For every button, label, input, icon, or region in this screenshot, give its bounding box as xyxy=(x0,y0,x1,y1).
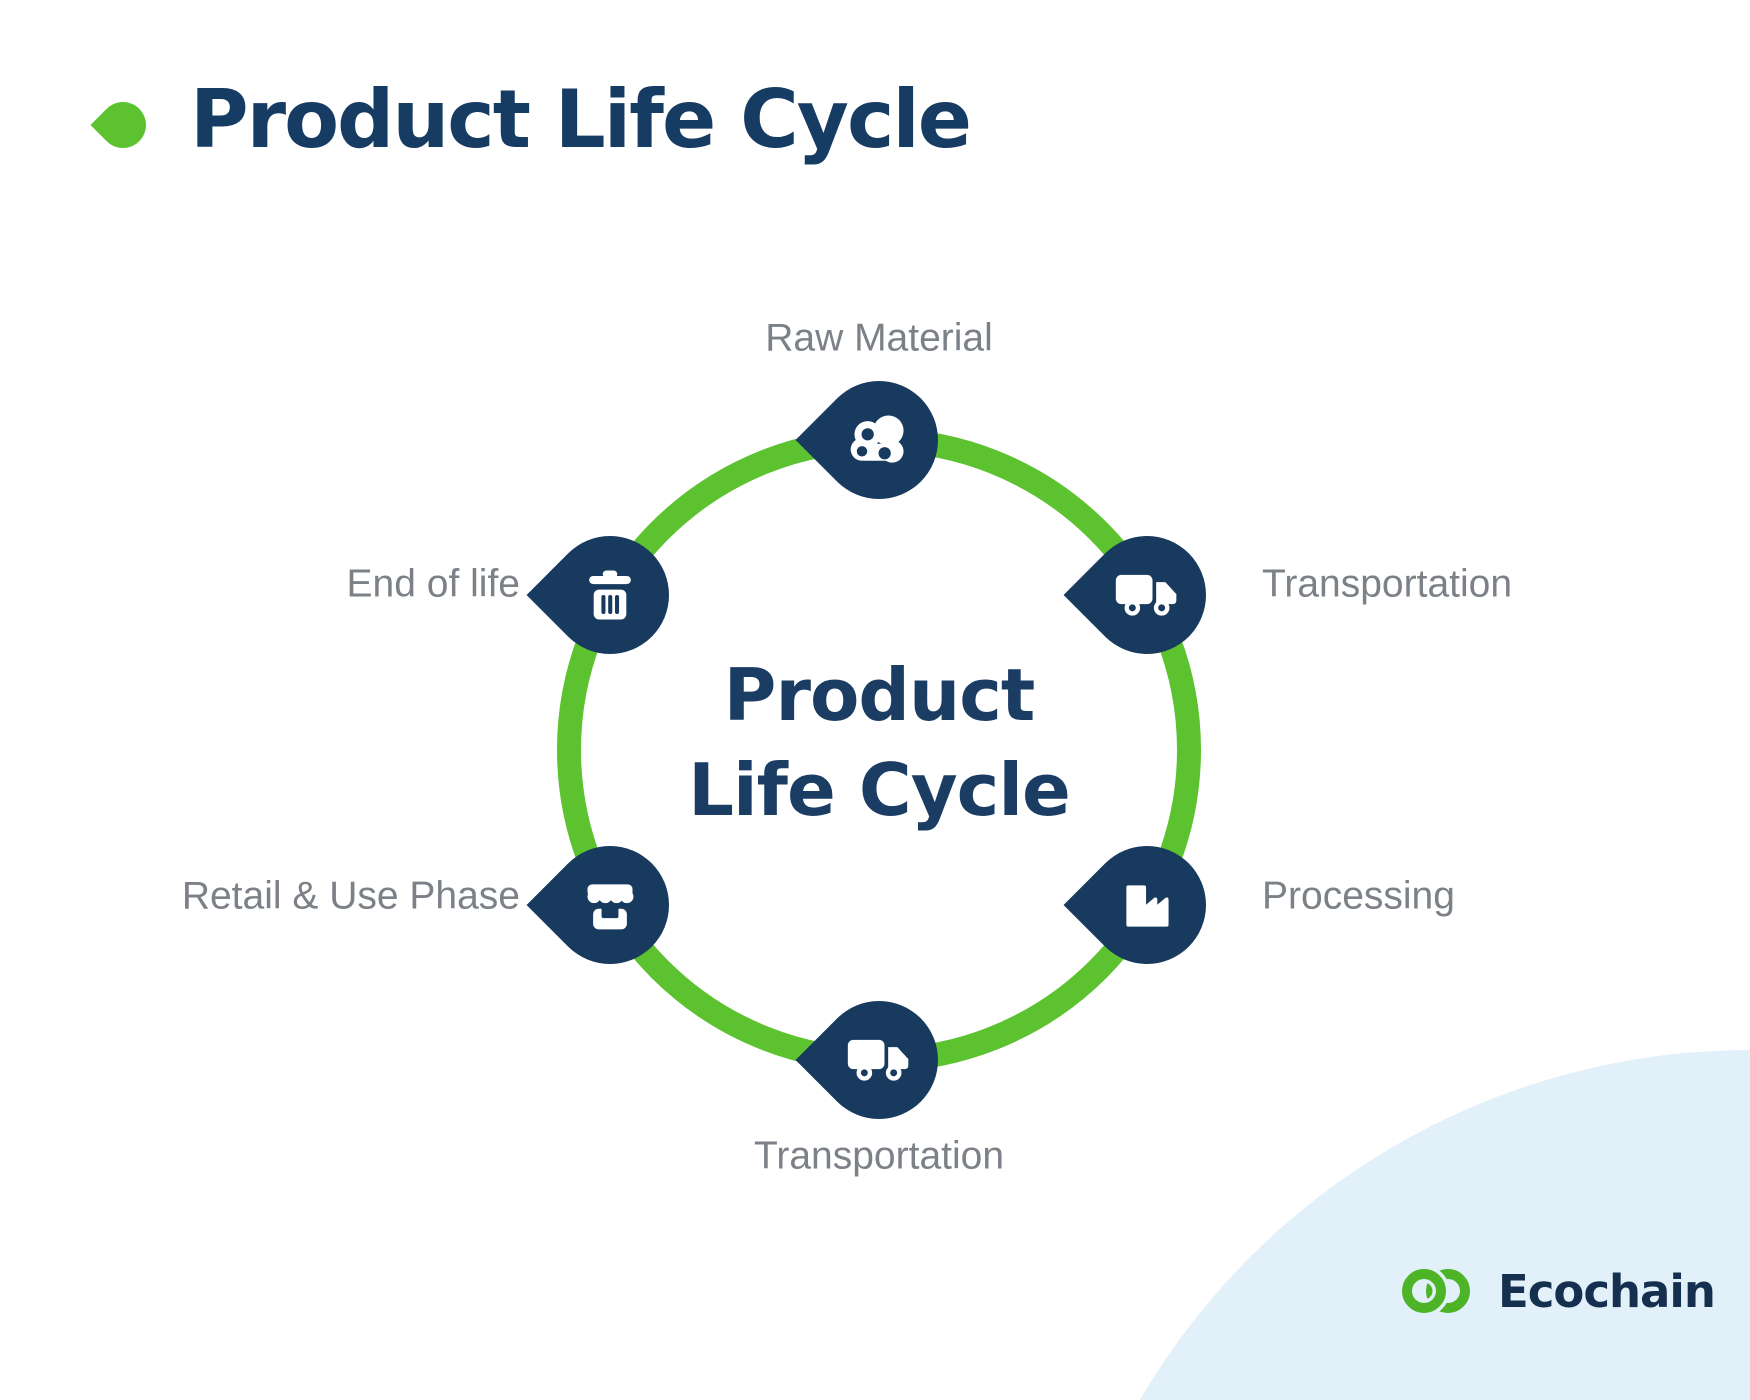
stage-label-transportation-1: Transportation xyxy=(1262,562,1513,606)
factory-icon xyxy=(1117,875,1177,935)
raw-material-icon xyxy=(845,413,913,467)
stage-node-raw-material xyxy=(795,356,963,524)
leaf-bullet-icon xyxy=(90,92,156,158)
truck-icon xyxy=(1114,569,1180,621)
corner-decoration-circle xyxy=(1043,1050,1750,1400)
page-title: Product Life Cycle xyxy=(190,73,972,166)
cycle-center-line1: Product xyxy=(723,653,1036,737)
stage-label-transportation-2: Transportation xyxy=(753,1134,1005,1178)
brand-name: Ecochain xyxy=(1498,1264,1716,1318)
truck-icon xyxy=(846,1034,912,1086)
stage-node-processing xyxy=(1063,821,1231,989)
stage-label-processing: Processing xyxy=(1262,874,1455,918)
cycle-center-line2: Life Cycle xyxy=(688,748,1071,832)
page-title-row: Product Life Cycle xyxy=(90,73,972,166)
stage-label-end-of-life: End of life xyxy=(346,562,520,606)
cycle-center-title: Product Life Cycle xyxy=(688,648,1071,838)
stage-label-retail-use-phase: Retail & Use Phase xyxy=(181,874,520,918)
stage-node-transportation-1 xyxy=(1063,511,1231,679)
infinity-icon xyxy=(1396,1262,1478,1320)
stage-node-transportation-2 xyxy=(795,976,963,1144)
stage-node-end-of-life xyxy=(526,511,694,679)
store-icon xyxy=(580,875,640,935)
trash-icon xyxy=(581,566,639,624)
stage-label-raw-material: Raw Material xyxy=(765,316,993,360)
stage-node-retail-use-phase xyxy=(526,821,694,989)
brand-footer: Ecochain xyxy=(1396,1262,1716,1320)
